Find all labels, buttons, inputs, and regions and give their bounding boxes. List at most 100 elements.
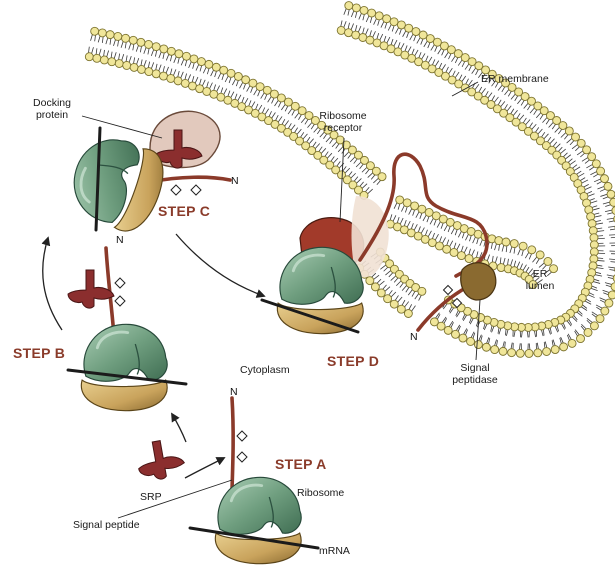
- lipid-head: [212, 63, 220, 71]
- step-a-label: STEP A: [275, 456, 327, 472]
- signal-peptidase-leader: [476, 300, 480, 360]
- lipid-head: [583, 146, 591, 154]
- lipid-head: [495, 237, 503, 245]
- step-c-label: STEP C: [158, 203, 210, 219]
- lipid-head: [404, 310, 412, 318]
- lipid-head: [510, 240, 518, 248]
- lipid-head: [100, 56, 108, 64]
- lipid-head: [123, 61, 131, 69]
- lipid-head: [590, 322, 598, 330]
- lipid-head: [516, 349, 524, 357]
- lipid-head: [528, 246, 536, 254]
- lipid-head: [450, 248, 458, 256]
- lipid-head: [137, 65, 145, 73]
- lipid-head: [403, 199, 411, 207]
- lipid-head: [459, 334, 467, 342]
- lipid-head: [227, 69, 235, 77]
- lipid-head: [345, 2, 353, 10]
- lipid-head: [197, 58, 205, 66]
- lipid-head: [137, 38, 145, 46]
- lipid-head: [560, 343, 568, 351]
- lipid-head: [600, 175, 608, 183]
- lipid-head: [375, 12, 383, 20]
- lipid-head: [405, 24, 413, 32]
- lipid-head: [597, 167, 605, 175]
- lipid-head: [596, 315, 604, 323]
- lipid-head: [451, 330, 459, 338]
- step-c-to-d-arrow: [176, 234, 264, 296]
- lipid-head: [114, 32, 122, 40]
- lipid-head: [377, 289, 385, 297]
- lipid-head: [588, 153, 596, 161]
- lipid-head: [474, 341, 482, 349]
- lipid-head: [371, 283, 379, 291]
- lipid-head: [98, 29, 106, 37]
- lipid-head: [352, 4, 360, 12]
- lipid-head: [360, 6, 368, 14]
- signal-sequence-marker: [237, 431, 247, 441]
- lipid-head: [167, 74, 175, 82]
- signal-peptide-leader: [118, 480, 232, 518]
- lipid-head: [519, 242, 527, 250]
- lipid-head: [91, 27, 99, 35]
- lipid-head: [508, 349, 516, 357]
- lipid-head: [220, 66, 228, 74]
- lipid-tail: [610, 262, 615, 263]
- cytoplasm-label: Cytoplasm: [240, 364, 290, 376]
- lipid-head: [601, 307, 609, 315]
- lipid-head: [525, 349, 533, 357]
- lipid-head: [559, 122, 567, 130]
- lipid-head: [592, 160, 600, 168]
- lipid-tail: [610, 229, 615, 230]
- signal-peptidase: [461, 263, 496, 300]
- step-b-to-c-arrow: [43, 238, 62, 330]
- lipid-head: [536, 251, 544, 259]
- lipid-head: [390, 300, 398, 308]
- lipid-head: [610, 198, 615, 206]
- lipid-head: [384, 295, 392, 303]
- lipid-head: [497, 264, 505, 272]
- docking-protein-label: Docking protein: [24, 97, 80, 121]
- lipid-head: [568, 339, 576, 347]
- lipid-head: [551, 346, 559, 354]
- srp-step-a: [135, 437, 187, 482]
- step-b-label: STEP B: [13, 345, 65, 361]
- lipid-head: [467, 337, 475, 345]
- signal-sequence-marker: [115, 296, 125, 306]
- step-d-label: STEP D: [327, 353, 379, 369]
- signal-sequence-marker: [237, 452, 247, 462]
- lipid-head: [607, 190, 615, 198]
- ribosome-receptor-label: Ribosome receptor: [308, 110, 378, 134]
- lipid-head: [604, 182, 612, 190]
- lipid-tail: [609, 270, 615, 272]
- lipid-head: [182, 52, 190, 60]
- er-membrane-label: ER membrane: [481, 73, 549, 85]
- n-terminus-label-c: N: [231, 175, 239, 187]
- signal-peptidase-label: Signal peptidase: [440, 362, 510, 386]
- signal-sequence-marker: [191, 185, 201, 195]
- lipid-head: [482, 343, 490, 351]
- lipid-head: [577, 335, 585, 343]
- lipid-head: [465, 255, 473, 263]
- lipid-head: [175, 50, 183, 58]
- lipid-head: [544, 257, 552, 265]
- lipid-head: [242, 76, 250, 84]
- mrna-label: mRNA: [319, 545, 350, 557]
- lipid-head: [122, 34, 130, 42]
- lipid-head: [584, 328, 592, 336]
- lipid-head: [337, 26, 345, 34]
- ribosome-step-b: [81, 324, 167, 410]
- lipid-head: [298, 107, 306, 115]
- srp-label: SRP: [140, 491, 162, 503]
- lipid-head: [397, 21, 405, 29]
- lipid-head: [205, 60, 213, 68]
- lipid-head: [608, 291, 615, 299]
- lipid-head: [565, 127, 573, 135]
- lipid-head: [457, 252, 465, 260]
- lipid-head: [378, 173, 386, 181]
- lipid-tail: [608, 226, 615, 227]
- lipid-head: [85, 53, 93, 61]
- lipid-tail: [609, 259, 615, 260]
- lipid-tail: [609, 234, 615, 235]
